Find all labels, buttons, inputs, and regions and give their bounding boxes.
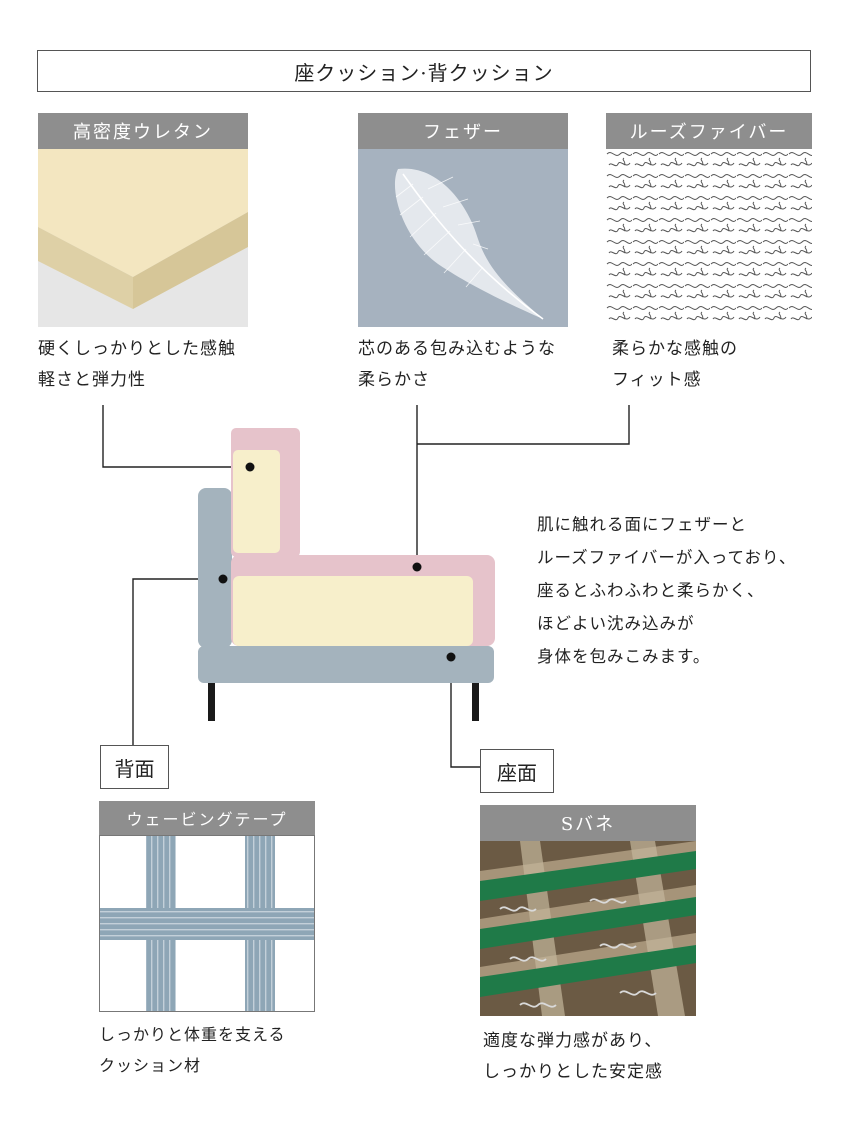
webbing-label: ウェービングテープ (99, 801, 315, 835)
urethane-desc-line2: 軽さと弾力性 (38, 370, 146, 390)
back-tag: 背面 (100, 745, 169, 789)
webbing-label-text: ウェービングテープ (126, 810, 288, 829)
callout-line: ルーズファイバーが入っており、 (537, 548, 797, 567)
loose-fiber-label: ルーズファイバー (606, 113, 812, 149)
back-connector (132, 578, 223, 745)
feather-desc-line1: 芯のある包み込むような (358, 339, 556, 359)
webbing-desc-line2: クッション材 (99, 1056, 202, 1075)
callout-line: 身体を包みこみます。 (537, 647, 711, 666)
back-tag-text: 背面 (114, 756, 155, 781)
webbing-desc-line1: しっかりと体重を支える (99, 1025, 286, 1044)
feather-image (358, 149, 568, 327)
seat-tag-text: 座面 (497, 760, 537, 785)
webbing-image (99, 835, 315, 1012)
seat-connector (450, 657, 480, 768)
feather-icon (394, 168, 544, 320)
s-spring-label-text: Sバネ (560, 814, 616, 835)
feather-description: 芯のある包み込むような 柔らかさ (358, 334, 556, 396)
s-spring-image (480, 841, 696, 1016)
s-spring-label: Sバネ (480, 805, 696, 841)
feather-label: フェザー (358, 113, 568, 149)
s-spring-desc-line1: 適度な弾力感があり、 (483, 1031, 663, 1051)
seat-tag: 座面 (480, 749, 554, 793)
webbing-strap-h (100, 908, 314, 940)
callout-text: 肌に触れる面にフェザーと ルーズファイバーが入っており、 座るとふわふわと柔らか… (537, 508, 796, 673)
loose-fiber-desc-line2: フィット感 (612, 370, 702, 390)
sofa-diagram (0, 395, 850, 785)
s-spring-description: 適度な弾力感があり、 しっかりとした安定感 (483, 1026, 663, 1088)
loose-fiber-desc-line1: 柔らかな感触の (612, 339, 738, 359)
urethane-image (38, 149, 248, 327)
fiber-connector (417, 405, 630, 445)
urethane-label: 高密度ウレタン (38, 113, 248, 149)
page-title: 座クッション·背クッション (37, 50, 811, 92)
callout-line: 座るとふわふわと柔らかく、 (537, 581, 765, 600)
callout-line: 肌に触れる面にフェザーと (537, 515, 747, 534)
feather-desc-line2: 柔らかさ (358, 370, 430, 390)
loose-fiber-label-text: ルーズファイバー (629, 122, 789, 143)
webbing-description: しっかりと体重を支える クッション材 (99, 1019, 286, 1081)
s-spring-desc-line2: しっかりとした安定感 (483, 1062, 663, 1082)
fiber-pattern (606, 149, 812, 327)
urethane-description: 硬くしっかりとした感触 軽さと弾力性 (38, 334, 236, 396)
feather-label-text: フェザー (423, 122, 503, 143)
urethane-connector (102, 405, 250, 468)
page-title-text: 座クッション·背クッション (294, 60, 554, 85)
callout-line: ほどよい沈み込みが (537, 614, 695, 633)
urethane-label-text: 高密度ウレタン (73, 122, 213, 143)
urethane-desc-line1: 硬くしっかりとした感触 (38, 339, 236, 359)
loose-fiber-description: 柔らかな感触の フィット感 (612, 334, 738, 396)
loose-fiber-image (606, 149, 812, 327)
